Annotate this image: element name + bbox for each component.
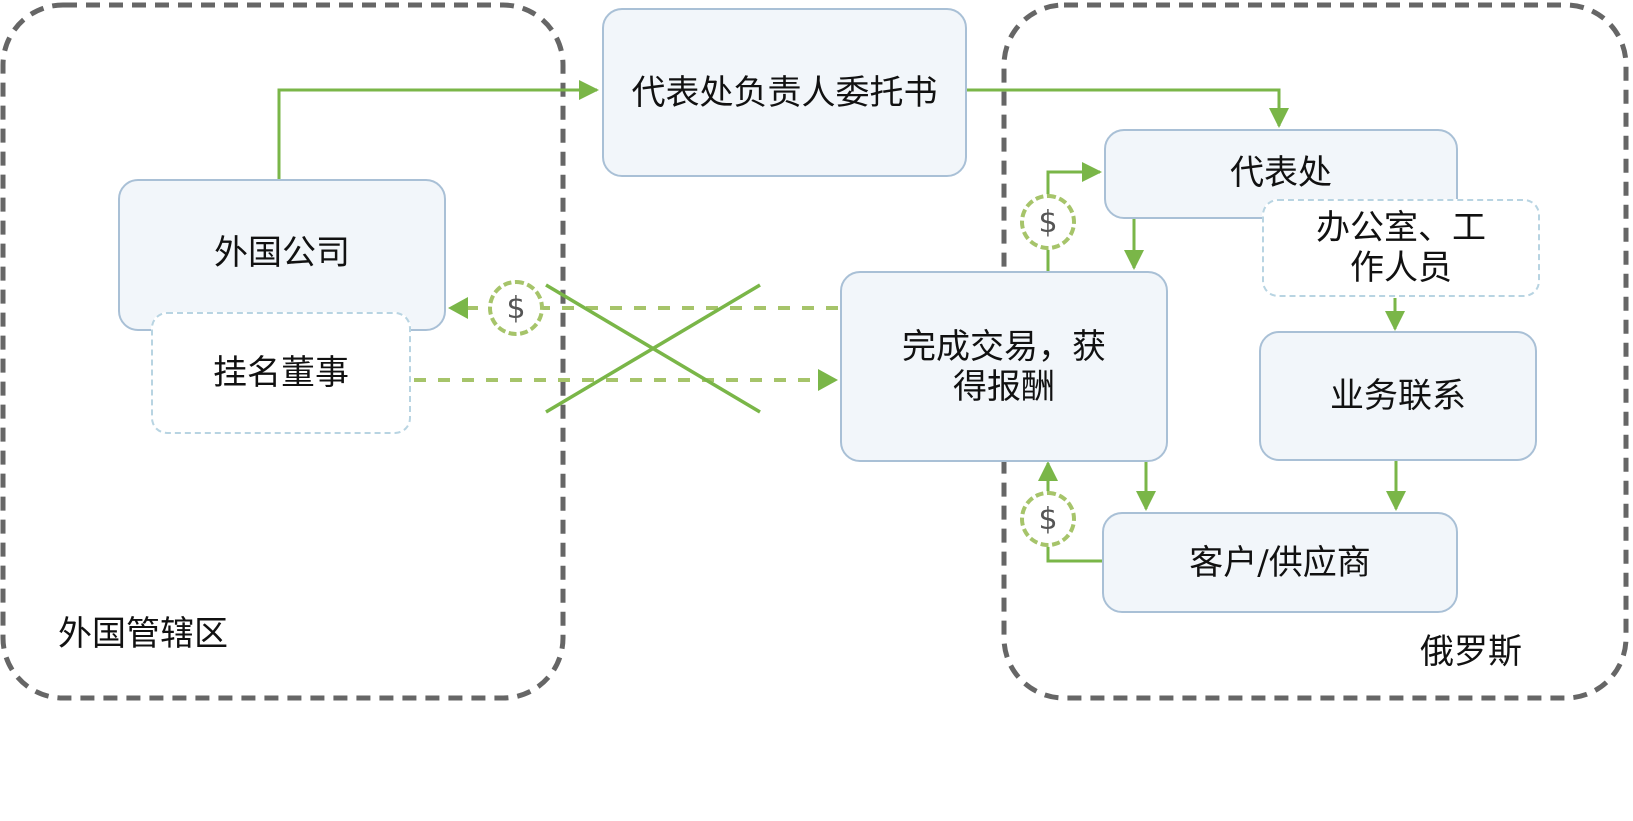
dashed-money-return-arrowhead bbox=[448, 297, 468, 319]
arrow-attorney-to-repoffice bbox=[966, 88, 1289, 128]
foreign-jurisdiction-region bbox=[0, 2, 566, 701]
money-icon: $ bbox=[1020, 194, 1076, 250]
money-icon: $ bbox=[1020, 491, 1076, 547]
foreign-company-box: 外国公司 bbox=[118, 179, 446, 331]
foreign-company-label: 外国公司 bbox=[214, 233, 350, 273]
dashed-director-to-deal-arrowhead bbox=[818, 369, 838, 391]
business-contact-label: 业务联系 bbox=[1330, 376, 1466, 416]
office-staff-box: 办公室、工作人员 bbox=[1262, 199, 1540, 297]
dollar-sign-icon: $ bbox=[1038, 204, 1058, 240]
power-of-attorney-label: 代表处负责人委托书 bbox=[631, 72, 938, 113]
nominee-director-box: 挂名董事 bbox=[151, 312, 411, 434]
power-of-attorney-box: 代表处负责人委托书 bbox=[602, 8, 967, 177]
clients-suppliers-label: 客户/供应商 bbox=[1189, 542, 1371, 583]
rep-office-label: 代表处 bbox=[1230, 153, 1332, 193]
business-contact-box: 业务联系 bbox=[1259, 331, 1537, 461]
russia-label: 俄罗斯 bbox=[1420, 632, 1522, 672]
dollar-sign-icon: $ bbox=[1038, 501, 1058, 537]
dollar-sign-icon: $ bbox=[506, 290, 526, 326]
deal-box: 完成交易，获得报酬 bbox=[840, 271, 1168, 462]
foreign-jurisdiction-label: 外国管辖区 bbox=[58, 614, 228, 654]
arrow-company-to-attorney bbox=[277, 80, 599, 180]
office-staff-label: 办公室、工作人员 bbox=[1316, 208, 1486, 288]
deal-label: 完成交易，获得报酬 bbox=[902, 326, 1106, 407]
money-icon: $ bbox=[488, 280, 544, 336]
cross-line-2 bbox=[545, 283, 761, 414]
nominee-director-label: 挂名董事 bbox=[213, 353, 349, 393]
clients-suppliers-box: 客户/供应商 bbox=[1102, 512, 1458, 613]
